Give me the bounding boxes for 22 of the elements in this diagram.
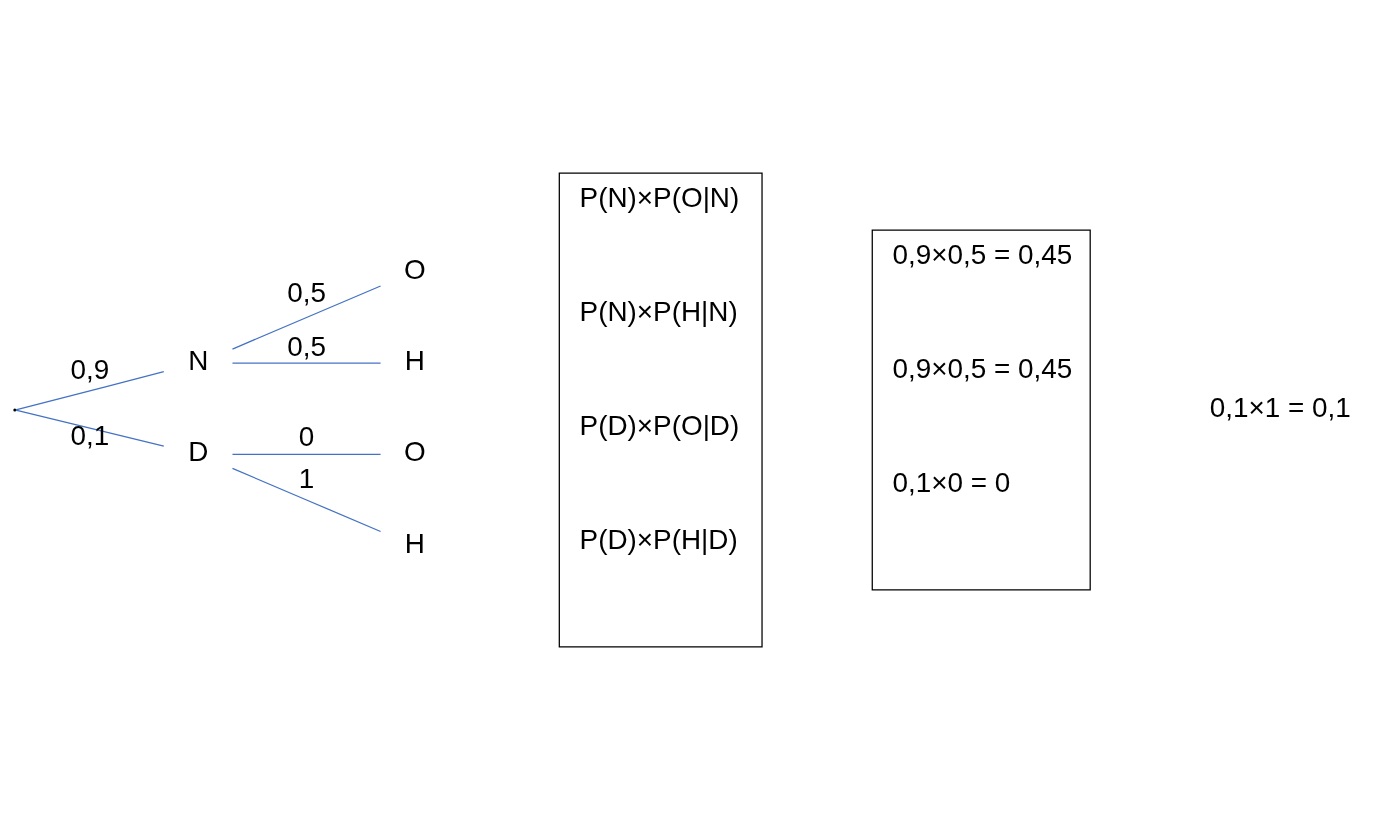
connector bbox=[231, 362, 382, 364]
node-text: N bbox=[188, 345, 209, 377]
node-box: 0,9×0,5 = 0,45 0,9×0,5 = 0,45 0,1×0 = 0 bbox=[871, 229, 1091, 591]
connector bbox=[231, 285, 382, 350]
node-text: O bbox=[404, 253, 426, 285]
node-text: D bbox=[188, 436, 209, 468]
node-point bbox=[13, 408, 17, 412]
label: 0,1×1 = 0,1 bbox=[1209, 392, 1351, 424]
edge-label: 0,5 bbox=[287, 276, 326, 308]
edge-label: 0,1 bbox=[70, 419, 110, 451]
connector bbox=[231, 453, 382, 455]
edge-label: 0,9 bbox=[70, 354, 110, 386]
edge-label: 0 bbox=[298, 421, 315, 453]
edge-label: 1 bbox=[298, 463, 315, 495]
node-text: O bbox=[404, 436, 426, 468]
node-text: H bbox=[404, 345, 425, 377]
connector bbox=[15, 371, 165, 411]
connector bbox=[231, 467, 382, 533]
edge-label: 0,5 bbox=[287, 331, 326, 363]
node-text: H bbox=[404, 527, 425, 559]
connector bbox=[15, 409, 165, 447]
node-box: P(N)×P(O|N) P(N)×P(H|N) P(D)×P(O|D) P(D)×P(H|D) bbox=[558, 172, 763, 648]
